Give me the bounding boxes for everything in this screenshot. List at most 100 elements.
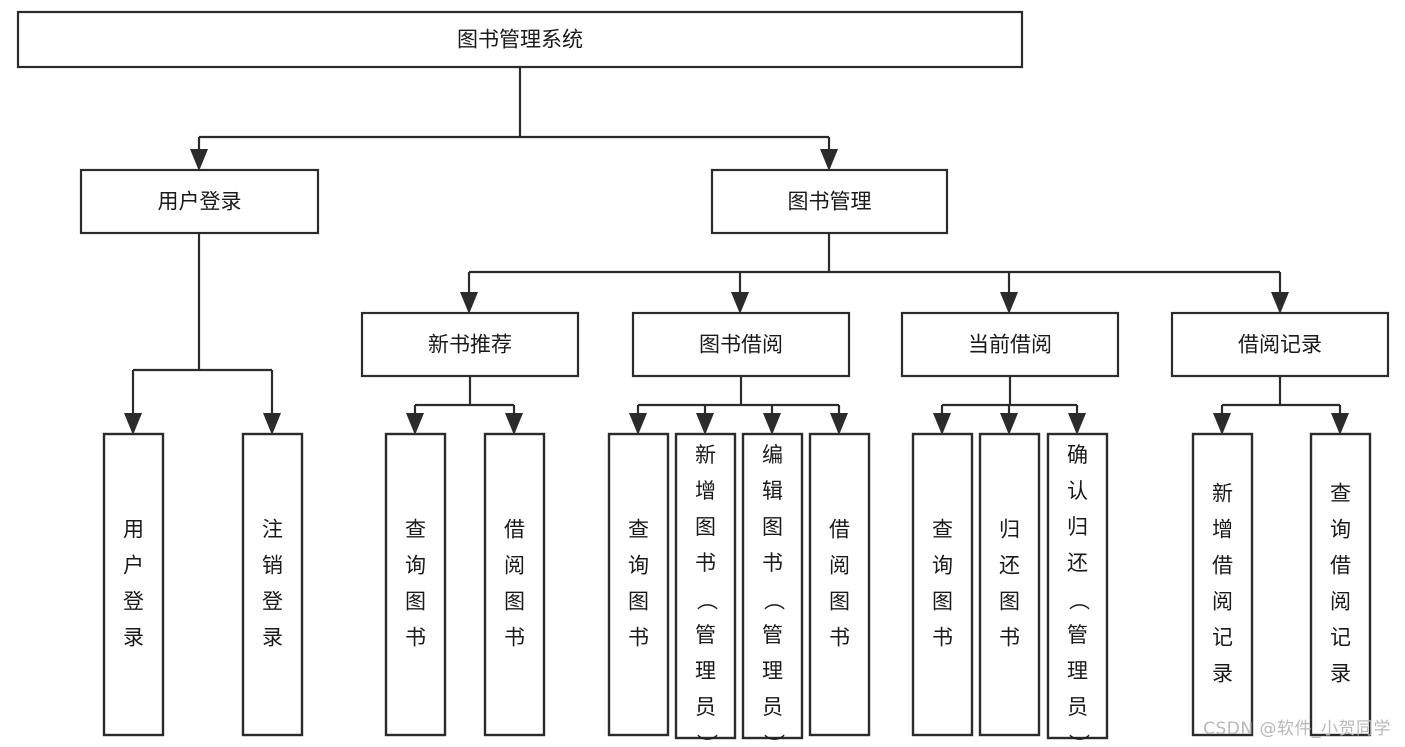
node-label-char: 员 bbox=[1067, 695, 1088, 719]
node-label: 图书借阅 bbox=[699, 333, 783, 357]
arrow-head-icon bbox=[190, 149, 208, 171]
node-box[interactable] bbox=[79, 168, 320, 235]
node-label-char: 编 bbox=[762, 443, 783, 467]
node-label-char: 询 bbox=[1330, 518, 1351, 542]
node-label-char: 图 bbox=[504, 590, 525, 614]
arrow-head-icon bbox=[1213, 413, 1231, 435]
node-box[interactable] bbox=[483, 432, 546, 737]
node-label-char: 辑 bbox=[762, 479, 783, 503]
node-box[interactable] bbox=[710, 168, 949, 235]
node-box[interactable] bbox=[900, 311, 1120, 378]
node-label: 用户登录 bbox=[158, 190, 242, 214]
node-label-char: 书 bbox=[932, 626, 953, 650]
node-leaf-user-login[interactable]: 用户登录 bbox=[102, 432, 165, 737]
node-borrow-record[interactable]: 借阅记录 bbox=[1170, 311, 1390, 378]
node-label-char: 还 bbox=[1067, 551, 1088, 575]
node-label-char: 新 bbox=[695, 443, 716, 467]
node-label-char: 图 bbox=[932, 590, 953, 614]
node-current-borrow[interactable]: 当前借阅 bbox=[900, 311, 1120, 378]
node-label-char: 图 bbox=[829, 590, 850, 614]
node-label-char: 查 bbox=[405, 518, 426, 542]
node-label-char: 书 bbox=[405, 626, 426, 650]
node-label-char: ） bbox=[762, 734, 786, 747]
arrow-head-icon bbox=[505, 413, 523, 435]
node-box[interactable] bbox=[911, 432, 974, 737]
node-box[interactable] bbox=[1309, 432, 1372, 737]
node-label-char: 记 bbox=[1330, 626, 1351, 650]
node-label-char: 增 bbox=[1212, 518, 1233, 542]
node-label-char: 员 bbox=[762, 695, 783, 719]
node-label: 借阅记录 bbox=[1238, 333, 1322, 357]
node-label-char: 注 bbox=[262, 518, 283, 542]
node-label-char: 图 bbox=[999, 590, 1020, 614]
node-label-char: 确 bbox=[1067, 443, 1088, 467]
node-label-char: 记 bbox=[1212, 626, 1233, 650]
node-label-char: 借 bbox=[829, 518, 850, 542]
node-label-char: 录 bbox=[123, 626, 144, 650]
node-label-char: （ bbox=[762, 590, 786, 611]
node-label-char: 录 bbox=[1330, 662, 1351, 686]
node-label-char: 询 bbox=[405, 554, 426, 578]
node-label-char: 用 bbox=[123, 518, 144, 542]
node-label-char: 书 bbox=[695, 551, 716, 575]
node-box[interactable] bbox=[1191, 432, 1254, 737]
node-label-char: 理 bbox=[1067, 659, 1088, 683]
node-book-borrow[interactable]: 图书借阅 bbox=[631, 311, 851, 378]
node-root[interactable]: 图书管理系统 bbox=[16, 10, 1024, 69]
node-box[interactable] bbox=[1170, 311, 1390, 378]
node-box[interactable] bbox=[808, 432, 871, 737]
arrow-head-icon bbox=[1331, 413, 1349, 435]
node-label-char: 理 bbox=[762, 659, 783, 683]
arrow-head-icon bbox=[763, 413, 781, 435]
node-label-char: 登 bbox=[262, 590, 283, 614]
node-label: 图书管理系统 bbox=[457, 28, 583, 52]
arrow-head-icon bbox=[124, 413, 142, 435]
node-user-login[interactable]: 用户登录 bbox=[79, 168, 320, 235]
node-box[interactable] bbox=[631, 311, 851, 378]
node-label-char: 户 bbox=[123, 554, 144, 578]
node-box[interactable] bbox=[16, 10, 1024, 69]
node-label-char: 员 bbox=[695, 695, 716, 719]
node-label-char: 书 bbox=[504, 626, 525, 650]
node-box[interactable] bbox=[384, 432, 447, 737]
node-new-book-recommend[interactable]: 新书推荐 bbox=[360, 311, 580, 378]
node-book-manage[interactable]: 图书管理 bbox=[710, 168, 949, 235]
node-label-char: ） bbox=[695, 734, 719, 747]
node-layer: 图书管理系统用户登录图书管理新书推荐图书借阅当前借阅借阅记录用户登录注销登录查询… bbox=[16, 10, 1390, 747]
node-label-char: 阅 bbox=[1212, 590, 1233, 614]
node-label-char: 录 bbox=[1212, 662, 1233, 686]
node-box[interactable] bbox=[741, 432, 804, 740]
node-box[interactable] bbox=[978, 432, 1041, 737]
node-label-char: 理 bbox=[695, 659, 716, 683]
arrow-head-icon bbox=[731, 292, 749, 314]
node-box[interactable] bbox=[102, 432, 165, 737]
arrow-head-icon bbox=[933, 413, 951, 435]
node-label-char: 还 bbox=[999, 554, 1020, 578]
node-box[interactable] bbox=[360, 311, 580, 378]
node-box[interactable] bbox=[674, 432, 737, 740]
node-box[interactable] bbox=[607, 432, 670, 737]
node-label-char: （ bbox=[695, 590, 719, 611]
node-box[interactable] bbox=[241, 432, 304, 737]
arrow-head-icon bbox=[629, 413, 647, 435]
node-label-char: 书 bbox=[829, 626, 850, 650]
node-label-char: 阅 bbox=[504, 554, 525, 578]
node-label-char: 查 bbox=[628, 518, 649, 542]
node-box[interactable] bbox=[1046, 432, 1109, 740]
node-label-char: 归 bbox=[999, 518, 1020, 542]
node-label-char: 管 bbox=[762, 623, 783, 647]
node-label: 当前借阅 bbox=[968, 333, 1052, 357]
